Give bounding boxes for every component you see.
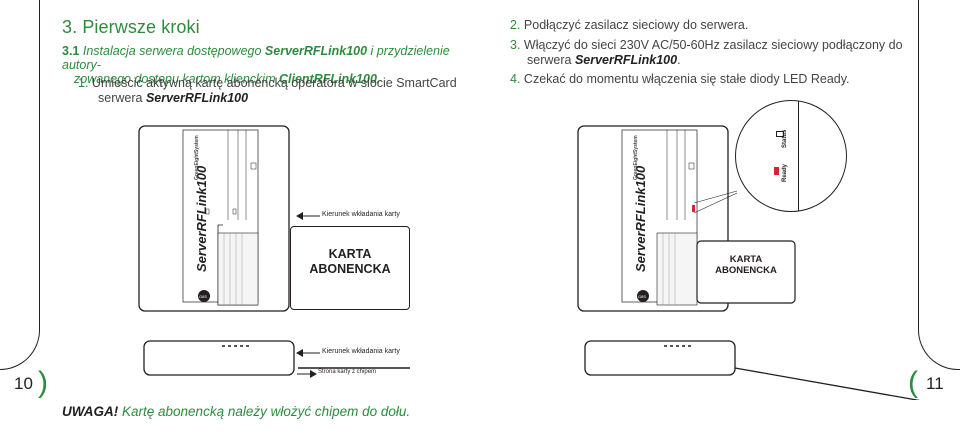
subscriber-card-left: KARTA ABONENCKA bbox=[290, 226, 410, 310]
chapter-heading: 3. Pierwsze kroki bbox=[62, 17, 200, 37]
step-bold: ServerRFLink100 bbox=[574, 53, 678, 67]
step-text: Czekać do momentu włączenia się stałe di… bbox=[520, 72, 850, 86]
step-bold: ServerRFLink100 bbox=[145, 91, 249, 105]
brand-left: GreenEightSystem bbox=[194, 135, 200, 180]
step-3: 3. Włączyć do sieci 230V AC/50-60Hz zasi… bbox=[510, 38, 910, 68]
chip-side-arrow bbox=[297, 370, 317, 378]
chip-side-label: Strona karty z chipem bbox=[318, 369, 377, 375]
section-text: zowanego dostępu kartom klienckim bbox=[74, 72, 279, 86]
page-number-left: 10 bbox=[14, 374, 33, 393]
step-text: Umieścić aktywną kartę abonencką operato… bbox=[88, 76, 457, 90]
section-text: Instalacja serwera dostępowego bbox=[79, 44, 265, 58]
left-page-edge bbox=[0, 0, 40, 370]
card-line-1: KARTA bbox=[729, 254, 763, 265]
step-number: 3. bbox=[510, 38, 521, 52]
section-bold-server: ServerRFLink100 bbox=[264, 44, 368, 58]
insert-arrow-left bbox=[296, 212, 320, 220]
subscriber-card-right-label: KARTA ABONENCKA bbox=[700, 254, 792, 276]
status-led-box bbox=[776, 131, 784, 137]
page-bracket-right: ( bbox=[908, 366, 918, 399]
section-heading: 3.1 Instalacja serwera dostępowego Serve… bbox=[62, 44, 462, 86]
insert-arrow-bottom bbox=[296, 349, 320, 357]
step-number: 1. bbox=[78, 76, 89, 90]
ready-led-icon bbox=[774, 167, 779, 175]
right-page-edge bbox=[918, 0, 960, 370]
status-label: Status bbox=[782, 129, 788, 148]
step-1: 1. Umieścić aktywną kartę abonencką oper… bbox=[78, 76, 458, 106]
card-line-2: ABONENCKA bbox=[309, 262, 391, 276]
logo-right: G8S bbox=[638, 294, 647, 299]
step-number: 4. bbox=[510, 72, 521, 86]
step-4: 4. Czekać do momentu włączenia się stałe… bbox=[510, 72, 930, 87]
page-bracket-left: ) bbox=[38, 366, 48, 399]
zoom-panel-line bbox=[798, 101, 799, 211]
section-bold-client: ClientRFLink100. bbox=[278, 72, 381, 86]
card-label: KARTA ABONENCKA bbox=[291, 247, 409, 277]
warning-label: UWAGA! bbox=[62, 404, 119, 419]
page-number-right: 11 bbox=[926, 374, 944, 393]
device-right-illustration bbox=[577, 125, 796, 312]
insert-direction-label-left: Kierunek wkładania karty bbox=[322, 211, 400, 218]
card-line-1: KARTA bbox=[328, 247, 372, 261]
warning-note: UWAGA! Kartę abonencką należy włożyć chi… bbox=[62, 404, 410, 419]
device-side-view bbox=[143, 340, 921, 400]
ready-label: Ready bbox=[782, 163, 788, 182]
warning-text: Kartę abonencką należy włożyć chipem do … bbox=[118, 404, 411, 419]
step-text: serwera bbox=[527, 53, 575, 67]
device-left-illustration bbox=[138, 125, 290, 312]
card-line-2: ABONENCKA bbox=[715, 265, 777, 276]
brand-right: GreenEightSystem bbox=[633, 135, 639, 180]
logo-left: G8S bbox=[199, 294, 208, 299]
step-text: Włączyć do sieci 230V AC/50-60Hz zasilac… bbox=[520, 38, 903, 52]
step-text: . bbox=[677, 53, 681, 67]
step-number: 2. bbox=[510, 18, 521, 32]
step-2: 2. Podłączyć zasilacz sieciowy do serwer… bbox=[510, 18, 910, 33]
step-text: Podłączyć zasilacz sieciowy do serwera. bbox=[520, 18, 749, 32]
insert-direction-label-bottom: Kierunek wkładania karty bbox=[322, 348, 400, 355]
section-text: i przydzielenie autory- bbox=[62, 44, 450, 72]
step-text: serwera bbox=[98, 91, 146, 105]
section-number: 3.1 bbox=[62, 44, 80, 58]
led-zoom-bubble bbox=[735, 100, 847, 212]
